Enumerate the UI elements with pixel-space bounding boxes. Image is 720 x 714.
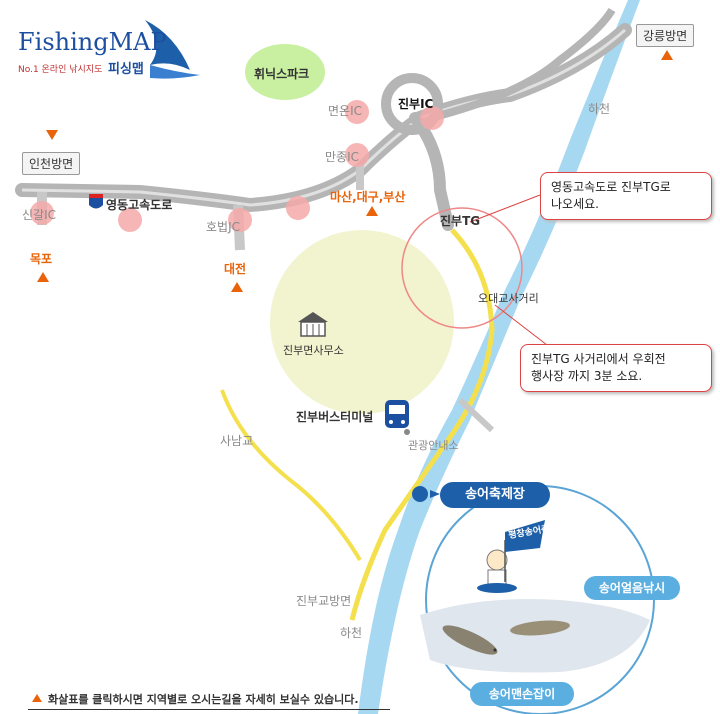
label-jinbu-tg: 진부TG: [440, 214, 481, 228]
footer-arrow-icon: [32, 694, 42, 702]
marker-jinbu-ic: [420, 106, 444, 130]
fish-icon: [442, 620, 570, 655]
label-jinbu-terminal: 진부버스터미널: [296, 410, 374, 424]
label-tourist-info: 관광안내소: [408, 439, 459, 452]
festival-pin-icon: [412, 486, 440, 502]
office-icon: [298, 312, 328, 337]
marker-expressway: [118, 208, 142, 232]
callout-line-1: [469, 194, 541, 223]
highway-shield-icon: [89, 194, 103, 209]
label-daejeon[interactable]: 대전: [224, 262, 247, 276]
label-stream-top: 하천: [588, 102, 611, 116]
logo-text[interactable]: FishingMAP: [18, 28, 167, 56]
label-hobeop-jc: 호법JC: [206, 220, 240, 234]
label-singal-ic: 신갈IC: [22, 208, 56, 222]
bus-icon: [385, 400, 409, 428]
label-myeonon-ic: 면온IC: [328, 104, 362, 118]
callout-route: 진부TG 사거리에서 우회전 행사장 까지 3분 소요.: [520, 344, 712, 392]
label-gangneung[interactable]: 강릉방면: [636, 24, 695, 47]
expressway-road: [15, 23, 632, 213]
highlight-circle: [401, 207, 523, 329]
arrow-daejeon[interactable]: [231, 282, 243, 292]
ice-fishing-button[interactable]: 송어얼음낚시: [584, 576, 680, 600]
logo-tagline: No.1 온라인 낚시지도: [18, 65, 103, 75]
arrow-incheon[interactable]: [46, 130, 58, 140]
label-sanam-bridge: 사남교: [220, 434, 254, 448]
label-mokpo[interactable]: 목포: [30, 252, 53, 266]
footer-underline: [28, 709, 390, 710]
park-area: [245, 44, 325, 100]
jinbu-access-road: [409, 112, 454, 231]
local-road-west: [220, 389, 362, 562]
label-expressway: 영동고속도로: [106, 198, 173, 212]
marker-myeonon: [345, 100, 369, 124]
ice-area: [420, 599, 650, 673]
marker-manjong: [345, 143, 369, 167]
label-jinbugyo-dir: 진부교방면: [296, 594, 352, 608]
label-wellness-park[interactable]: 휘닉스파크: [254, 67, 310, 81]
tourist-info-dot: [404, 429, 410, 435]
arrow-mokpo[interactable]: [37, 272, 49, 282]
logo-korean: 피싱맵: [108, 62, 144, 77]
label-jinbu-ic[interactable]: 진부IC: [398, 97, 434, 111]
marker-hobeop: [228, 208, 252, 232]
northeast-road: [429, 7, 616, 122]
callout-highway: 영동고속도로 진부TG로 나오세요.: [540, 172, 712, 220]
arrow-gangneung[interactable]: [661, 50, 673, 60]
town-area: [270, 230, 454, 414]
logo-fish-icon: [145, 20, 200, 79]
label-odae-intersection: 오대교사거리: [478, 292, 539, 305]
marker-east: [286, 196, 310, 220]
label-masan-daegu-busan[interactable]: 마산,대구,부산: [330, 190, 406, 204]
marker-singal: [30, 201, 54, 225]
side-road: [457, 397, 495, 433]
label-jinbu-office: 진부면사무소: [283, 344, 344, 357]
jinbu-ic-ring: [381, 73, 443, 135]
label-stream-bottom: 하천: [340, 626, 363, 640]
footer-hint: 화살표를 클릭하시면 지역별로 오시는길을 자세히 보실수 있습니다.: [48, 693, 359, 706]
hand-catch-button[interactable]: 송어맨손잡이: [470, 682, 574, 706]
label-manjong-ic: 만종IC: [325, 150, 359, 164]
arrow-masan[interactable]: [366, 206, 378, 216]
label-incheon[interactable]: 인천방면: [22, 152, 81, 175]
local-road-main: [349, 228, 495, 621]
festival-title[interactable]: 송어축제장: [440, 482, 550, 508]
mascot-icon: [477, 520, 545, 593]
